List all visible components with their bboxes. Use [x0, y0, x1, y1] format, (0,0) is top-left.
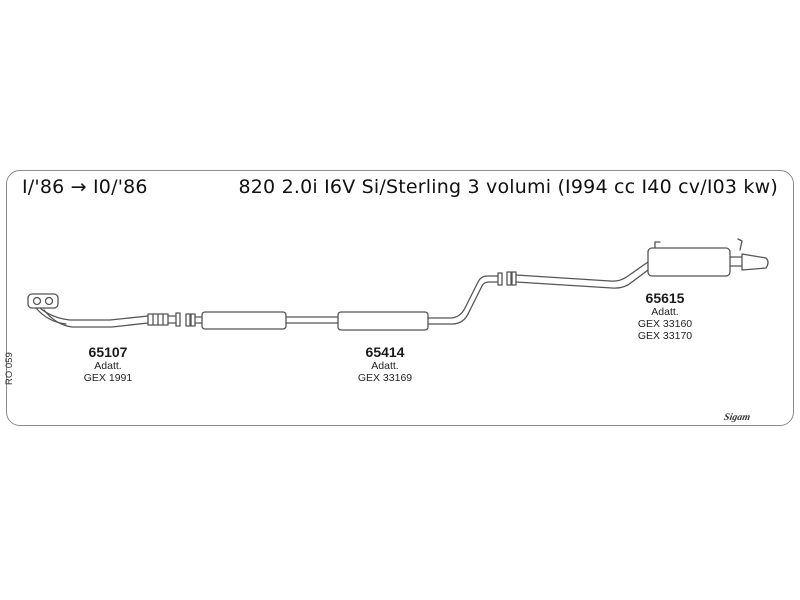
clamp [185, 313, 196, 327]
part-number: 65414 [365, 344, 405, 360]
adapter-code: GEX 33160 [637, 318, 693, 330]
part-65414: 65414 Adatt. GEX 33169 [325, 344, 445, 384]
clamp [506, 271, 517, 286]
date-range: I/'86 → I0/'86 [22, 176, 148, 198]
part-65107: 65107 Adatt. GEX 1991 [48, 344, 168, 384]
adapter-code: GEX 33169 [357, 372, 413, 384]
part-number: 65107 [88, 344, 128, 360]
adapter-label: Adatt. [371, 360, 399, 372]
part-number: 65615 [645, 290, 685, 306]
adapter-label: Adatt. [94, 360, 122, 372]
adapter-code: GEX 33170 [637, 330, 693, 342]
brand-logo: Sigam [723, 412, 752, 423]
part-65615: 65615 Adatt. GEX 33160 GEX 33170 [605, 290, 725, 342]
rear-section [515, 238, 769, 289]
adapter-label: Adatt. [651, 306, 679, 318]
front-pipe [27, 293, 181, 328]
middle-section [194, 272, 503, 331]
adapter-code: GEX 1991 [83, 372, 133, 384]
diagram-frame [6, 170, 794, 426]
model-title: 820 2.0i I6V Si/Sterling 3 volumi (I994 … [238, 176, 778, 198]
reference-code: RO 059 [4, 352, 15, 385]
